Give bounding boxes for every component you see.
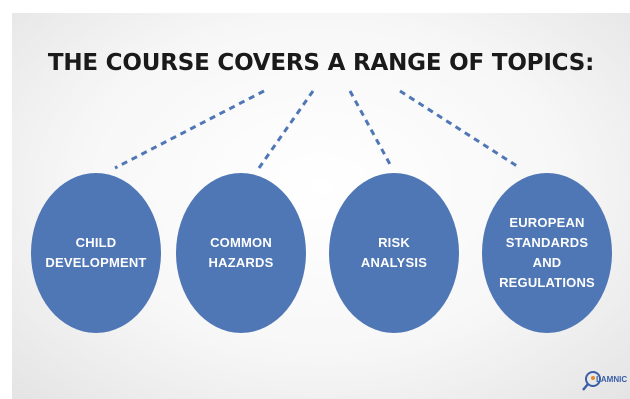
magnifier-icon (582, 371, 601, 391)
logo-text: LAMNIC (596, 375, 628, 384)
topic-label: EUROPEAN STANDARDS AND REGULATIONS (499, 215, 595, 290)
topic-european-standards: EUROPEAN STANDARDS AND REGULATIONS (482, 173, 612, 333)
connector-lines (114, 89, 521, 170)
topic-child-development: CHILD DEVELOPMENT (31, 173, 161, 333)
topic-label: COMMON HAZARDS (208, 235, 274, 270)
slide-title: THE COURSE COVERS A RANGE OF TOPICS: (47, 50, 595, 76)
connector-line-common-hazards (257, 90, 315, 169)
connector-line-child-development (114, 89, 265, 170)
company-logo: LAMNIC (582, 369, 628, 393)
topic-label: RISK ANALYSIS (360, 235, 428, 270)
topic-risk-analysis: RISK ANALYSIS (329, 173, 459, 333)
slide: THE COURSE COVERS A RANGE OF TOPICS: CHI… (12, 13, 630, 399)
topic-common-hazards: COMMON HAZARDS (176, 173, 306, 333)
connector-line-risk-analysis (348, 90, 394, 169)
topic-label: CHILD DEVELOPMENT (45, 235, 147, 270)
connector-line-european-standards (399, 89, 521, 170)
